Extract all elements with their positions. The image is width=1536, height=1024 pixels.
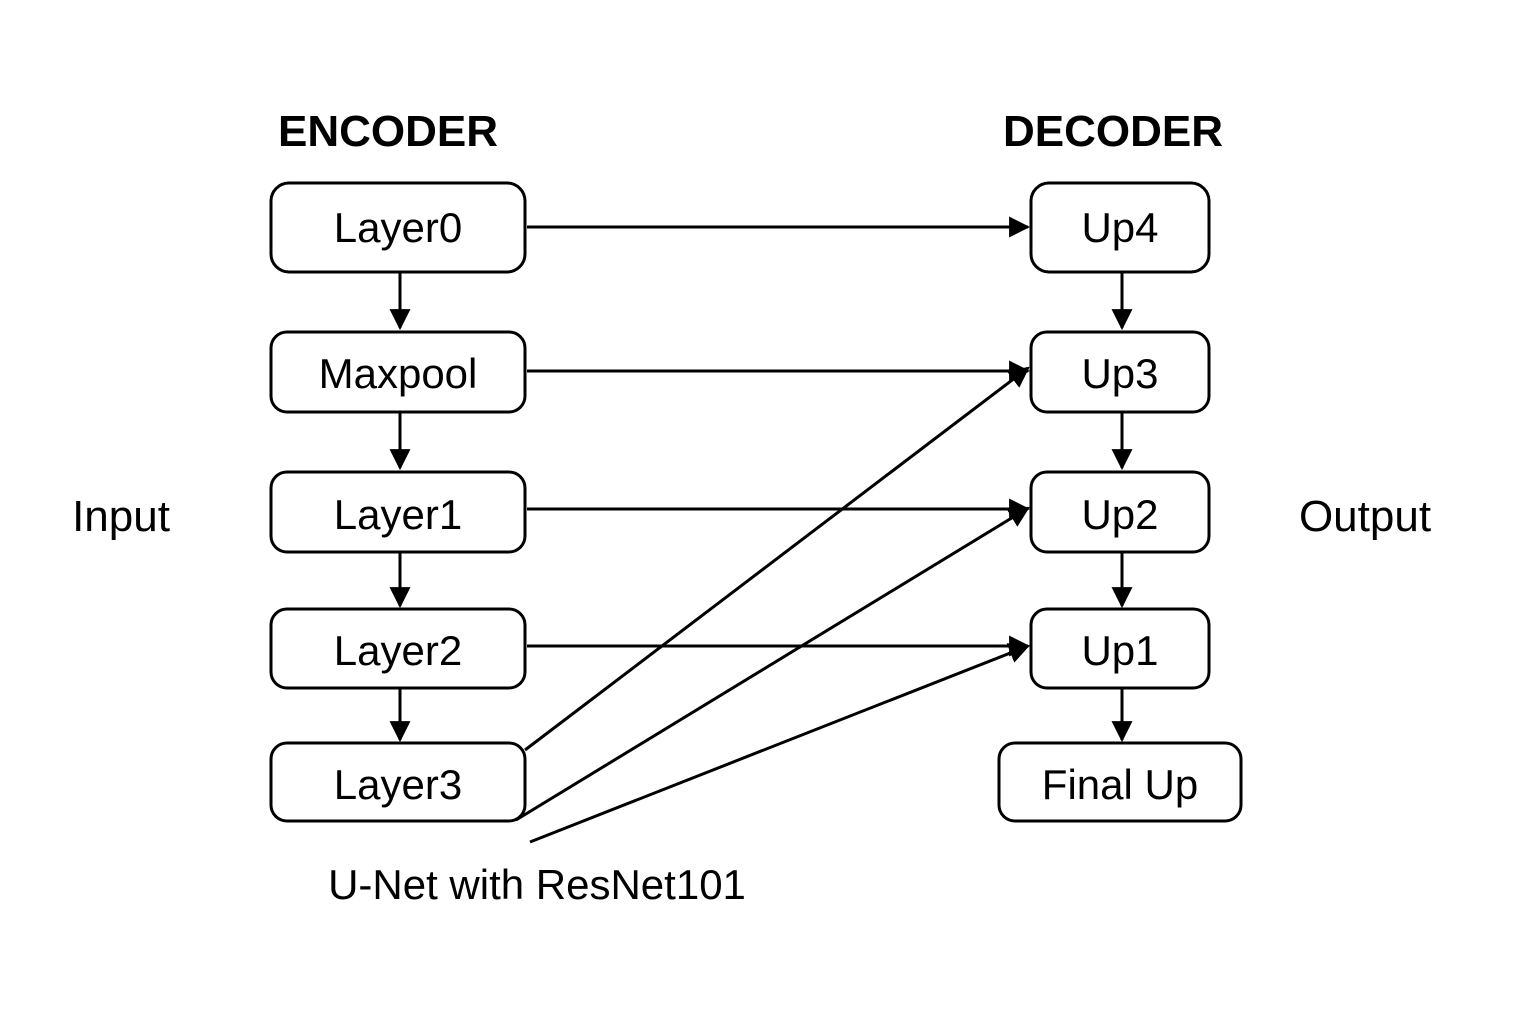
decoder-blocks: Up4 Up3 Up2 Up1 Final Up — [997, 181, 1243, 823]
decoder-block-up4: Up4 — [1029, 181, 1211, 274]
encoder-block-layer0: Layer0 — [269, 181, 527, 274]
output-label: Output — [1299, 492, 1431, 541]
decoder-block-label: Final Up — [1042, 761, 1198, 808]
decoder-block-label: Up3 — [1081, 350, 1158, 397]
encoder-blocks: Layer0 Maxpool Layer1 Layer2 Layer3 — [269, 181, 527, 823]
decoder-block-label: Up2 — [1081, 491, 1158, 538]
diagram-caption: U-Net with ResNet101 — [328, 861, 746, 908]
encoder-block-label: Layer1 — [334, 491, 462, 538]
edge-layer3-up2 — [515, 506, 1030, 822]
edge-layer3-up3 — [524, 366, 1030, 752]
decoder-block-up3: Up3 — [1029, 330, 1211, 414]
encoder-block-maxpool: Maxpool — [269, 330, 527, 414]
encoder-heading: ENCODER — [278, 107, 498, 156]
encoder-block-layer3: Layer3 — [269, 741, 527, 823]
decoder-heading: DECODER — [1003, 107, 1223, 156]
decoder-block-label: Up1 — [1081, 627, 1158, 674]
encoder-block-label: Layer0 — [334, 204, 462, 251]
decoder-block-up1: Up1 — [1029, 607, 1211, 690]
encoder-block-layer1: Layer1 — [269, 470, 527, 554]
encoder-block-label: Maxpool — [319, 350, 478, 397]
decoder-block-up2: Up2 — [1029, 470, 1211, 554]
decoder-block-final-up: Final Up — [997, 741, 1243, 823]
decoder-block-label: Up4 — [1081, 204, 1158, 251]
edges — [389, 216, 1133, 844]
input-label: Input — [72, 492, 170, 541]
encoder-block-label: Layer3 — [334, 761, 462, 808]
edge-caption-up1 — [529, 643, 1030, 844]
encoder-block-layer2: Layer2 — [269, 607, 527, 690]
encoder-block-label: Layer2 — [334, 627, 462, 674]
